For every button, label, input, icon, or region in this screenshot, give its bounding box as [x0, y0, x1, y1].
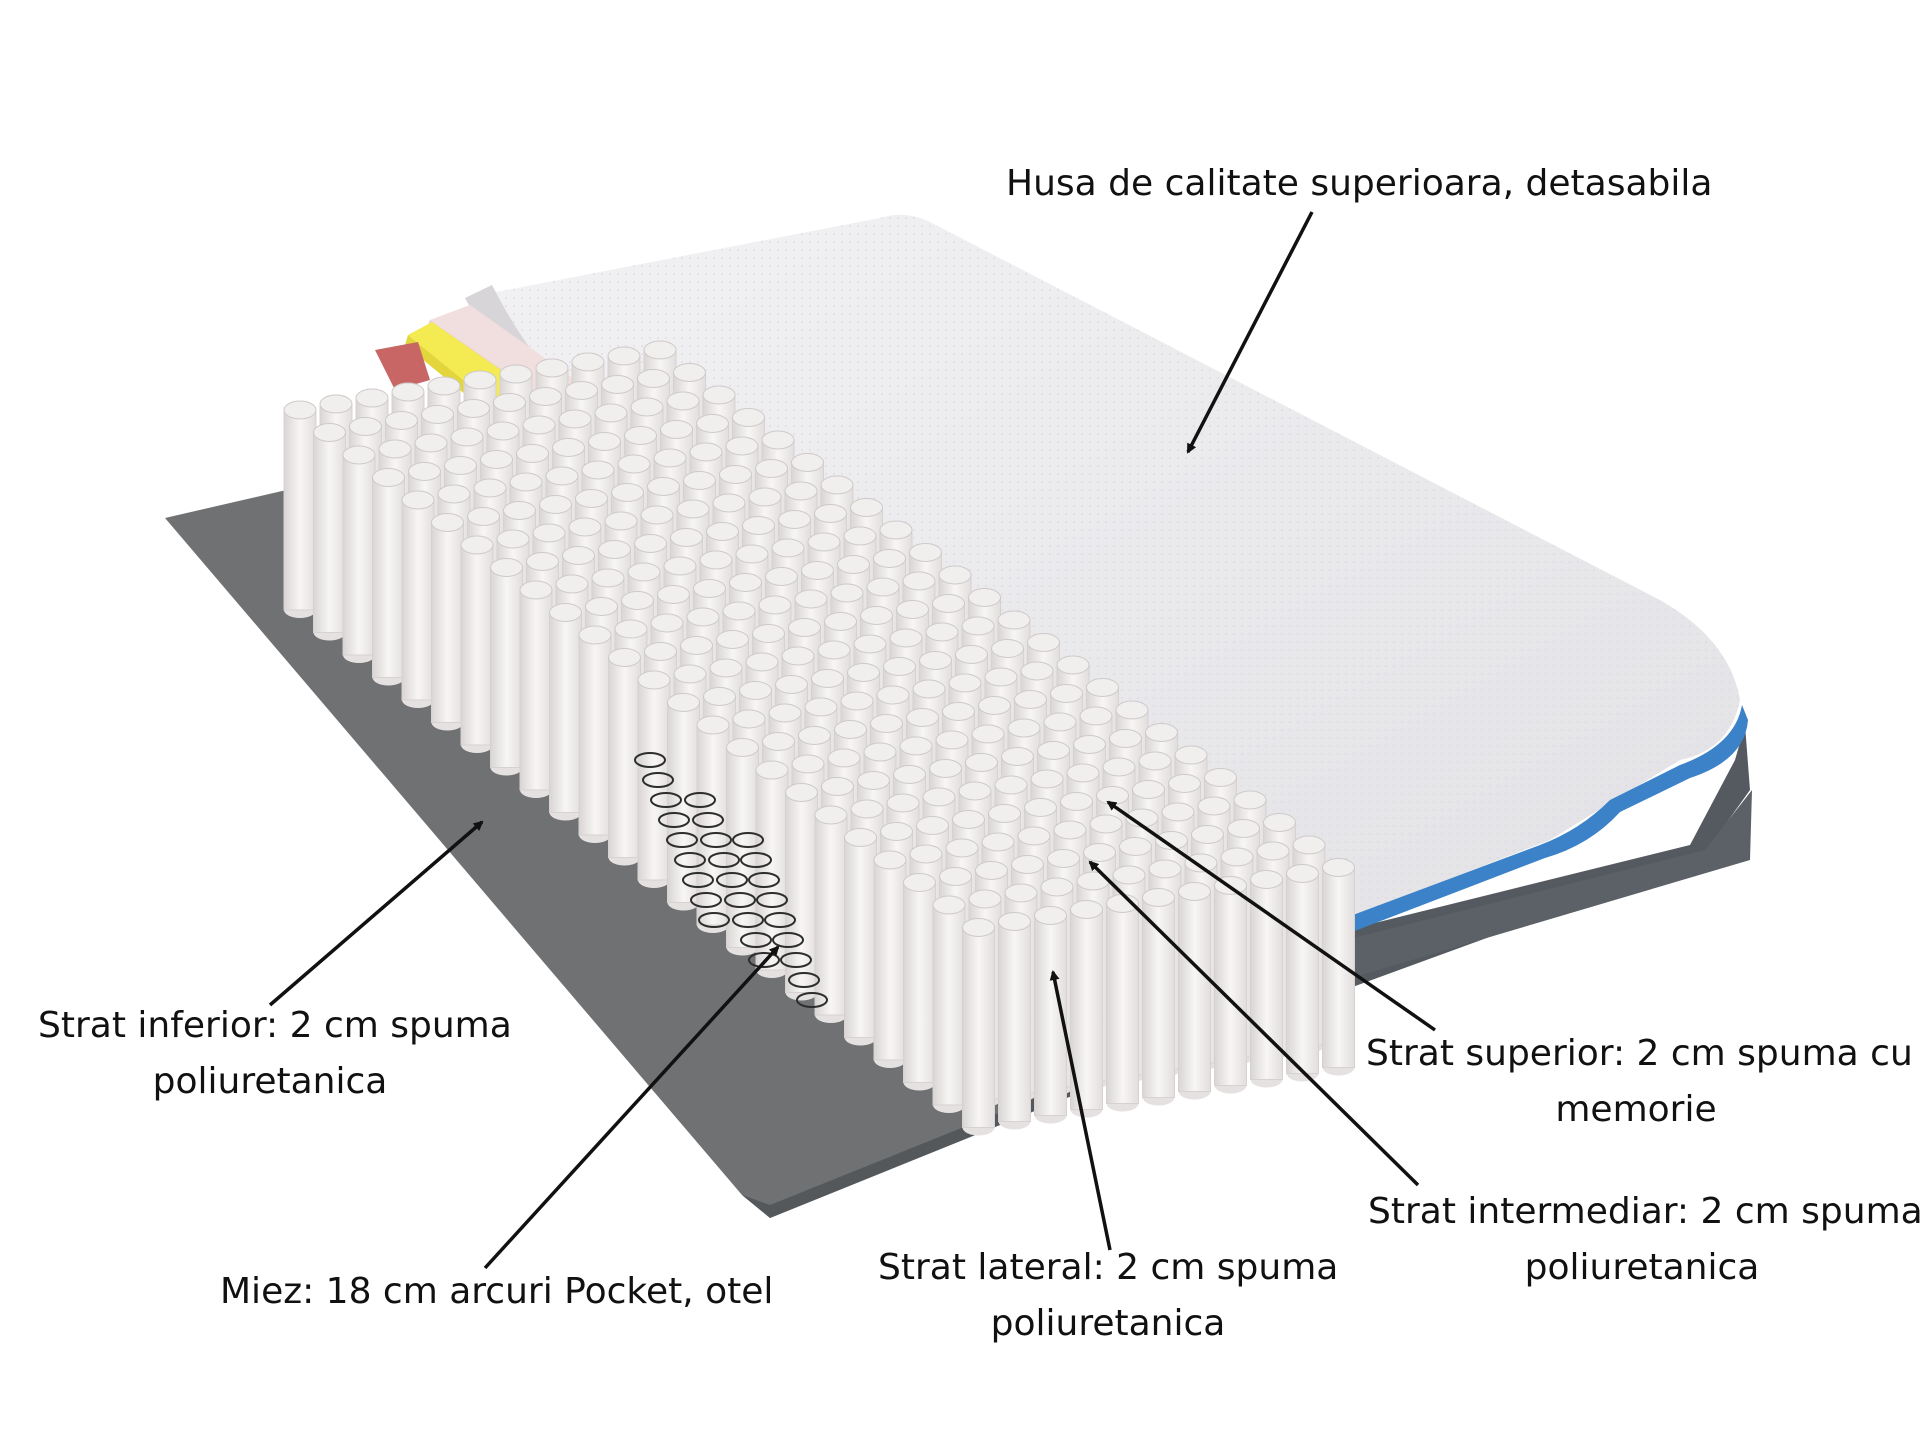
pocket-spring — [372, 468, 405, 686]
spring-coil — [756, 892, 788, 908]
pocket-spring — [460, 535, 494, 753]
spring-coil — [748, 952, 780, 968]
spring-coil — [700, 832, 732, 848]
pocket-spring — [755, 760, 789, 978]
spring-coil — [780, 952, 812, 968]
label-top-layer: Strat superior: 2 cm spuma cu memorie — [1366, 1033, 1913, 1130]
pocket-spring-icon — [634, 752, 828, 1008]
pocket-spring — [1286, 864, 1319, 1082]
pocket-spring — [519, 580, 553, 798]
pocket-spring — [342, 445, 376, 663]
side-foam-block-back — [375, 342, 430, 390]
pocket-spring — [814, 805, 848, 1023]
label-middle-layer: Strat intermediar: 2 cm spuma poliuretan… — [1368, 1191, 1920, 1288]
label-side-layer: Strat lateral: 2 cm spuma poliuretanica — [878, 1247, 1339, 1344]
spring-coil — [642, 772, 674, 788]
spring-coil — [666, 832, 698, 848]
arrow-icon — [1049, 970, 1112, 1251]
spring-coil — [740, 932, 772, 948]
pocket-spring — [1106, 894, 1139, 1112]
pocket-spring — [401, 490, 435, 708]
spring-coil — [772, 932, 804, 948]
pocket-spring — [962, 918, 995, 1136]
pocket-spring — [283, 400, 317, 618]
pocket-spring — [490, 558, 523, 776]
pocket-spring — [1142, 888, 1175, 1106]
pocket-spring — [1214, 876, 1247, 1094]
spring-coil — [650, 792, 682, 808]
pocket-spring — [932, 895, 966, 1113]
pocket-spring — [844, 828, 877, 1046]
label-core: Miez: 18 cm arcuri Pocket, otel — [220, 1271, 774, 1312]
arrow-icon — [268, 820, 484, 1007]
label-bottom-layer: Strat inferior: 2 cm spuma poliuretanica — [38, 1005, 512, 1102]
arrow-icon — [1088, 860, 1420, 1187]
pocket-spring — [431, 513, 464, 731]
spring-coil — [658, 812, 690, 828]
pocket-spring — [1178, 882, 1211, 1100]
spring-coil — [708, 852, 740, 868]
spring-coil — [682, 872, 714, 888]
pocket-spring — [903, 873, 936, 1091]
spring-coil — [716, 872, 748, 888]
pocket-spring — [998, 912, 1031, 1130]
label-cover: Husa de calitate superioara, detasabila — [1006, 163, 1713, 204]
pocket-spring — [549, 603, 582, 821]
pocket-spring — [313, 423, 346, 641]
spring-coil — [724, 892, 756, 908]
pocket-spring — [873, 850, 907, 1068]
pocket-spring — [578, 625, 612, 843]
spring-coil — [684, 792, 716, 808]
pocket-spring — [1322, 858, 1355, 1076]
spring-coil — [732, 832, 764, 848]
spring-coil — [692, 812, 724, 828]
spring-coil — [788, 972, 820, 988]
spring-coil — [740, 852, 772, 868]
arrow-icon — [1186, 211, 1314, 454]
arrow-icon — [1106, 800, 1437, 1032]
spring-coil — [690, 892, 722, 908]
spring-coil — [634, 752, 666, 768]
spring-coil — [698, 912, 730, 928]
spring-coil — [732, 912, 764, 928]
spring-coil — [764, 912, 796, 928]
pocket-spring — [696, 715, 730, 933]
pocket-springs — [283, 340, 1355, 1136]
arrow-icon — [483, 945, 780, 1270]
spring-coil — [674, 852, 706, 868]
pocket-spring — [785, 783, 818, 1001]
spring-coil — [796, 992, 828, 1008]
spring-coil — [748, 872, 780, 888]
